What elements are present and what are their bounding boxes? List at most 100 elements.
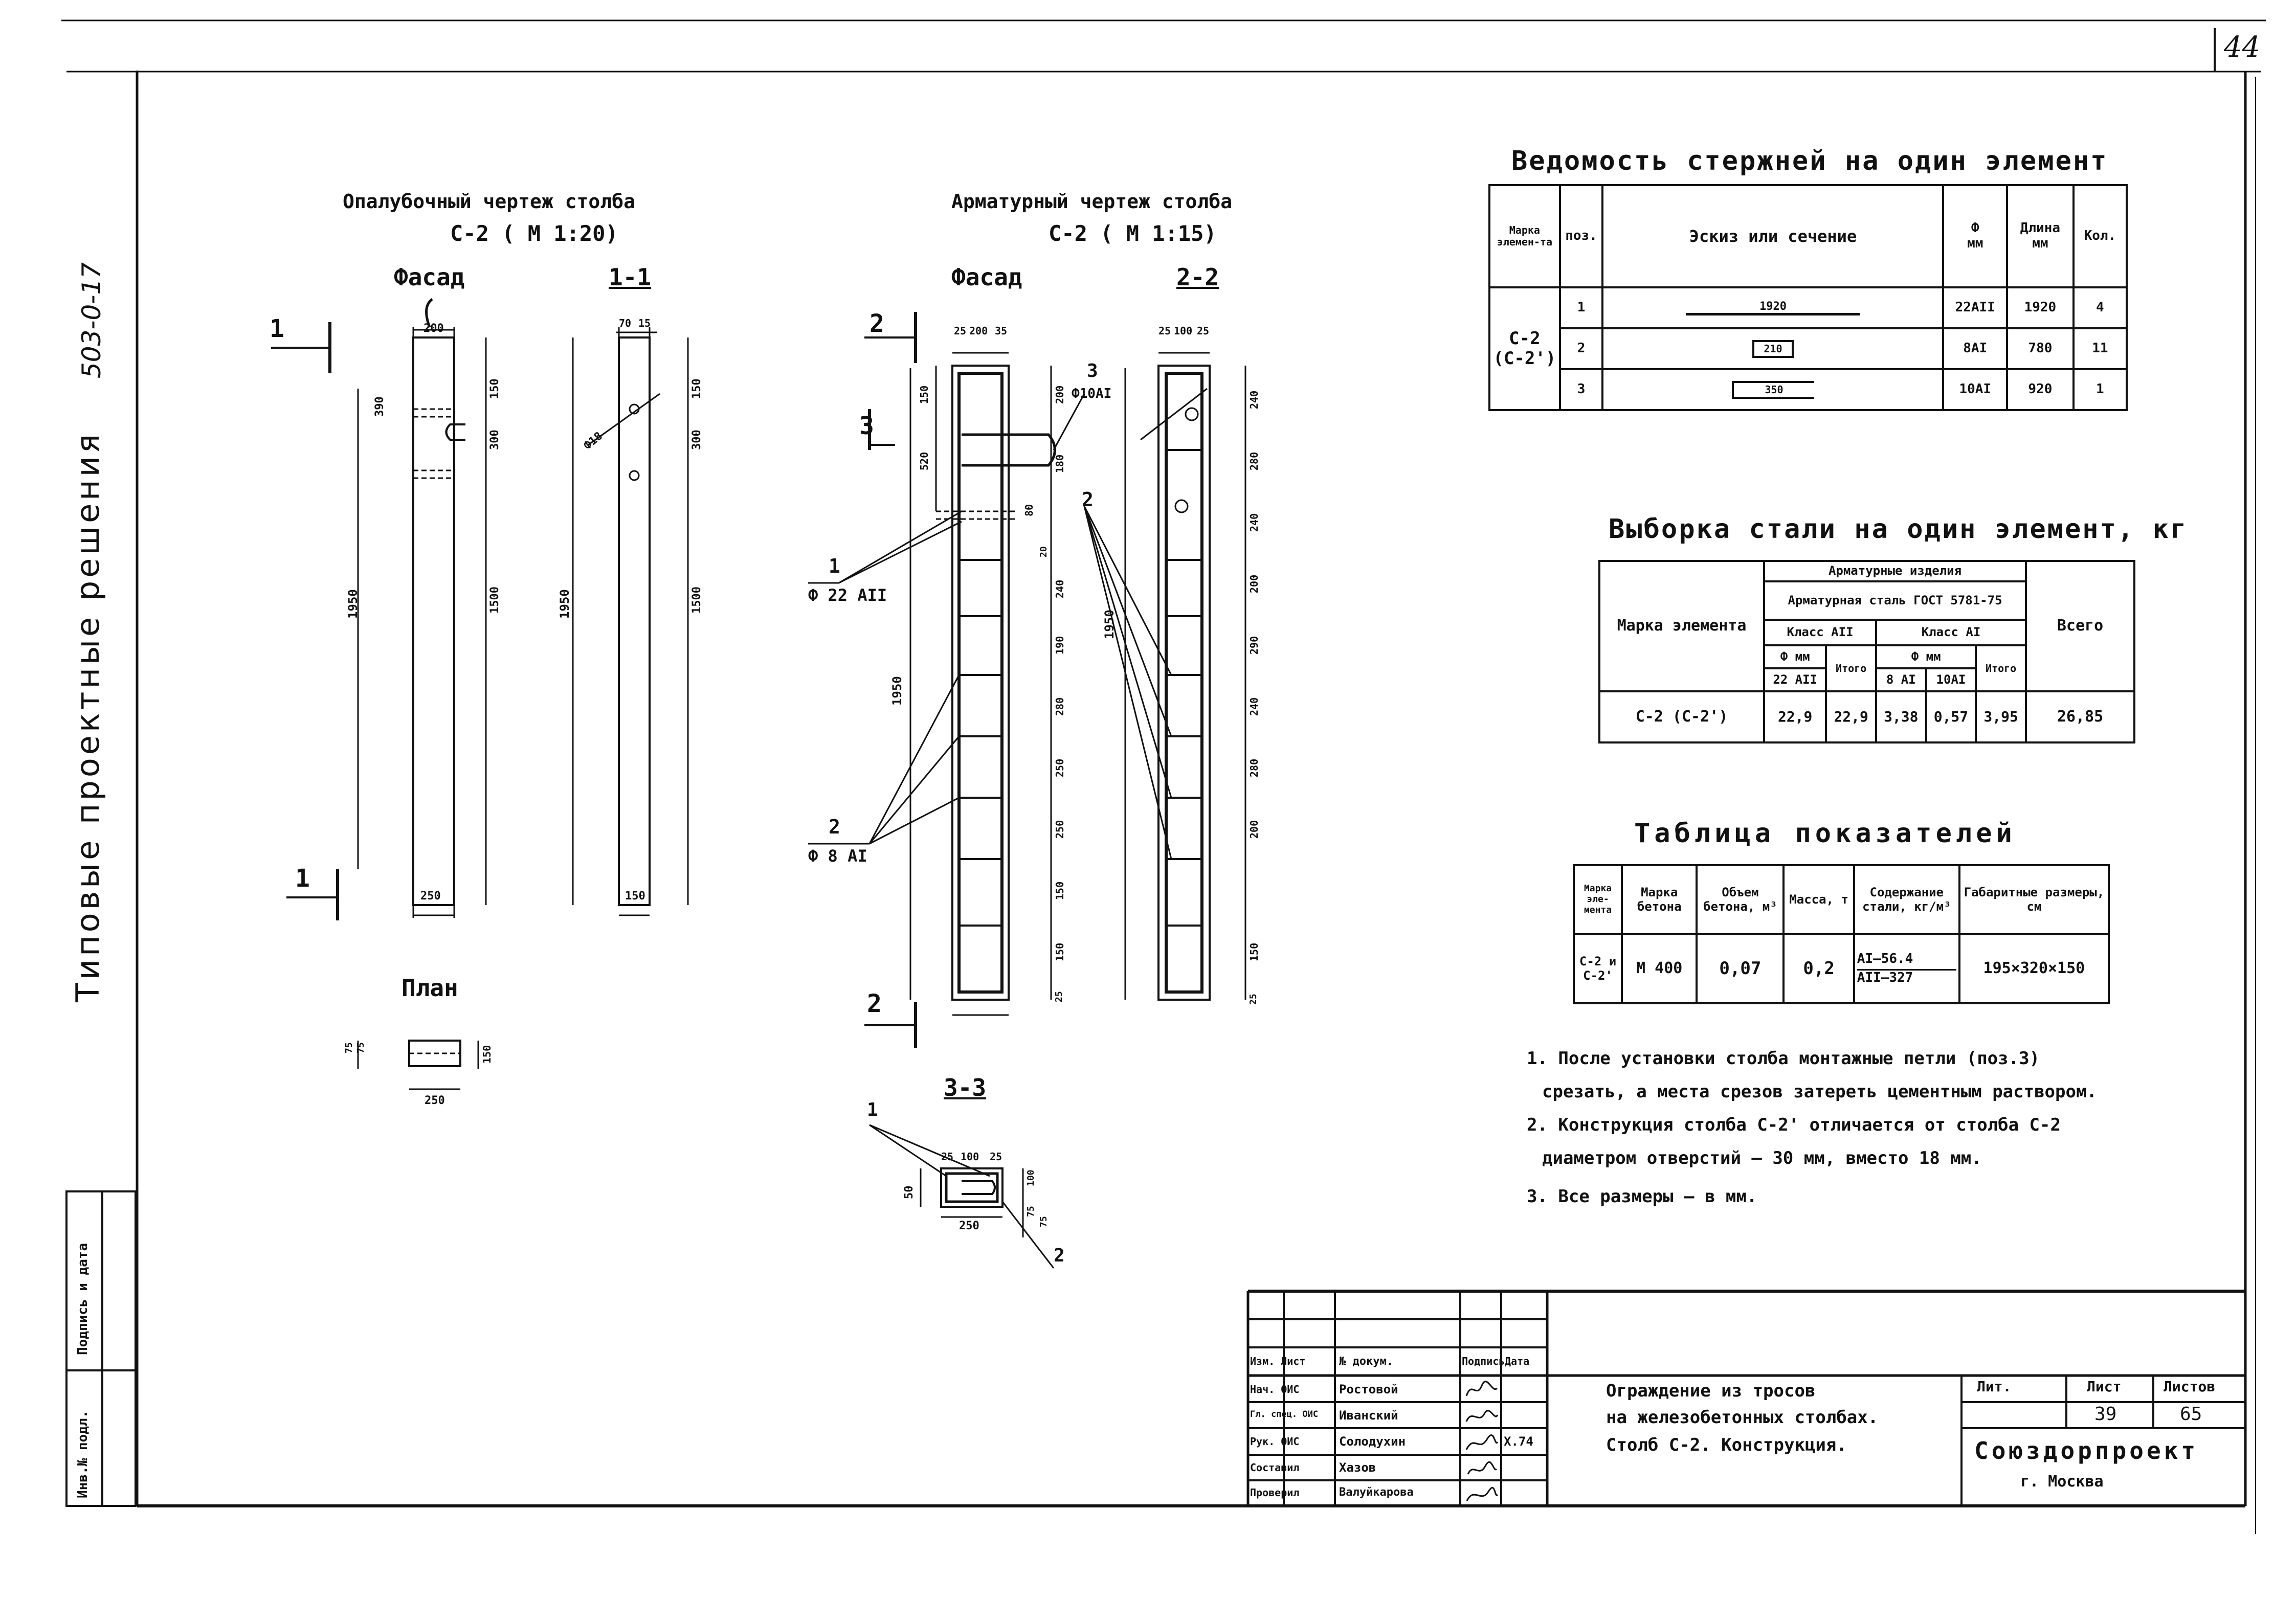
bars-dia: 10АI — [1942, 368, 2009, 411]
bars-qty: 4 — [2072, 286, 2128, 329]
callout-2: 2 — [829, 816, 840, 838]
s3-dim-25: 25 — [941, 1151, 954, 1163]
dim-s-top-a: 70 — [619, 317, 632, 329]
tb-date: X.74 — [1504, 1434, 1533, 1449]
steel-h-subtotal-2: Итого — [1975, 644, 2027, 692]
formwork-subtitle: С-2 ( М 1:20) — [450, 221, 618, 246]
dim-s-top-b: 15 — [638, 317, 651, 329]
tb-head-izm: Изм. Лист — [1250, 1355, 1306, 1367]
callout-2-section: 2 — [1082, 488, 1094, 511]
tb-person: Валуйкарова — [1339, 1486, 1414, 1499]
bars-pos: 2 — [1558, 327, 1604, 370]
steel-table-title: Выборка стали на один элемент, кг — [1609, 514, 2188, 545]
ind-mass: 0,2 — [1782, 933, 1855, 1004]
steel-h-d8: 8 АI — [1875, 667, 1927, 692]
bars-sketch: 1920 — [1759, 300, 1787, 313]
steel-h-dia-1: Ф мм — [1763, 644, 1827, 669]
note-line: срезать, а места срезов затереть цементн… — [1542, 1081, 2097, 1102]
steel-h-steel: Арматурная сталь ГОСТ 5781-75 — [1763, 580, 2027, 621]
bars-h-len: Длина — [2020, 220, 2061, 236]
ind-h-steel: Содержание стали, кг/м³ — [1853, 864, 1960, 935]
tb-person: Иванский — [1339, 1408, 1398, 1423]
s3-dim-w: 250 — [959, 1220, 979, 1232]
callout-3: 3 — [1087, 360, 1098, 381]
bars-pos: 1 — [1558, 286, 1604, 329]
steel-row: С-2 (С-2') 22,9 22,9 3,38 0,57 3,95 26,8… — [1598, 690, 2135, 743]
tb-lists-label: Листов — [2164, 1378, 2216, 1395]
r-dim-35: 35 — [995, 325, 1008, 337]
steel-mark: С-2 (С-2') — [1598, 690, 1765, 743]
tb-total: 65 — [2180, 1404, 2202, 1425]
cut-mark-2-bottom: 2 — [867, 989, 882, 1018]
tb-org: Союздорпроект — [1974, 1437, 2199, 1464]
steel-v10: 0,57 — [1925, 690, 1977, 743]
tb-person: Хазов — [1339, 1460, 1376, 1475]
dim-bottom-width: 250 — [420, 890, 441, 903]
steel-h-class2: Класс АII — [1763, 619, 1877, 646]
ind-steel-a2: АII—327 — [1857, 969, 1956, 986]
plan-label: План — [402, 974, 458, 1002]
indicators-title: Таблица показателей — [1634, 818, 2016, 849]
tb-title-line: Ограждение из тросов — [1606, 1381, 1816, 1401]
r-dim-25-s2: 25 — [1197, 325, 1210, 337]
ind-steel-a1: АI—56.4 — [1857, 951, 1913, 967]
tb-head-doc: № докум. — [1339, 1355, 1393, 1368]
dim-s-width: 150 — [625, 890, 645, 903]
tb-person: Солодухин — [1339, 1434, 1406, 1449]
s3-callout-1: 1 — [867, 1099, 878, 1120]
note-line: 3. Все размеры — в мм. — [1527, 1186, 1757, 1207]
r-dim-25-left: 25 — [954, 325, 967, 337]
bars-row: 3 350 10АI 920 1 — [1489, 368, 2128, 411]
steel-v8: 3,38 — [1875, 690, 1927, 743]
callout-1: 1 — [829, 555, 840, 577]
ind-h-volume: Объем бетона, м³ — [1696, 864, 1785, 935]
ind-concrete: М 400 — [1621, 933, 1698, 1004]
tb-sheet: 39 — [2094, 1404, 2117, 1425]
facade-label-2: Фасад — [951, 263, 1022, 291]
callout-1-bar: Ф 22 АII — [808, 585, 887, 605]
r-dim-100: 100 — [1174, 325, 1193, 337]
formwork-title: Опалубочный чертеж столба — [343, 190, 635, 213]
section-3-3-label: 3-3 — [944, 1074, 987, 1101]
cut-mark-1-bottom: 1 — [295, 864, 310, 893]
bars-sketch: 210 — [1752, 340, 1794, 358]
section-2-2-label: 2-2 — [1176, 263, 1219, 291]
cut-mark-2-top: 2 — [870, 309, 884, 338]
ind-h-mass: Масса, т — [1782, 864, 1855, 935]
tb-city: г. Москва — [2020, 1473, 2104, 1491]
tb-role: Нач. ОИС — [1250, 1383, 1300, 1395]
s3-dim-100: 100 — [961, 1151, 979, 1163]
tb-role: Составил — [1250, 1461, 1300, 1474]
cut-mark-3: 3 — [859, 412, 874, 440]
bars-table-title: Ведомость стержней на один элемент — [1511, 146, 2108, 176]
r-dim-25-s: 25 — [1158, 325, 1171, 337]
steel-h-d22: 22 АII — [1763, 667, 1827, 692]
bars-h-dia: Ф — [1971, 220, 1979, 236]
callout-2-bar: Ф 8 АI — [808, 846, 867, 866]
note-line: 1. После установки столба монтажные петл… — [1527, 1048, 2040, 1069]
cut-mark-1-top: 1 — [270, 314, 284, 343]
tb-person: Ростовой — [1339, 1382, 1398, 1396]
tb-lit: Лит. — [1977, 1378, 2012, 1395]
steel-h-subtotal-1: Итого — [1825, 644, 1877, 692]
steel-h-total: Всего — [2025, 560, 2135, 692]
bars-len: 1920 — [2006, 286, 2075, 329]
bars-len: 920 — [2006, 368, 2075, 411]
steel-h-products: Арматурные изделия — [1763, 560, 2027, 582]
sheet-number: 44 — [2224, 31, 2261, 64]
bars-len: 780 — [2006, 327, 2075, 370]
bars-h-len-unit: мм — [2032, 236, 2048, 251]
bars-sketch: 350 — [1732, 380, 1814, 399]
tb-role: Рук. ОИС — [1250, 1435, 1300, 1448]
bars-element: С-2 (С-2') — [1488, 286, 1561, 411]
tb-title-line: на железобетонных столбах. — [1606, 1407, 1879, 1428]
indicators-table: Марка эле-мента Марка бетона Объем бетон… — [1572, 864, 2110, 1004]
tb-head-sign: Подпись — [1462, 1355, 1505, 1367]
steel-v22-total: 22,9 — [1825, 690, 1877, 743]
ind-h-concrete: Марка бетона — [1621, 864, 1698, 935]
